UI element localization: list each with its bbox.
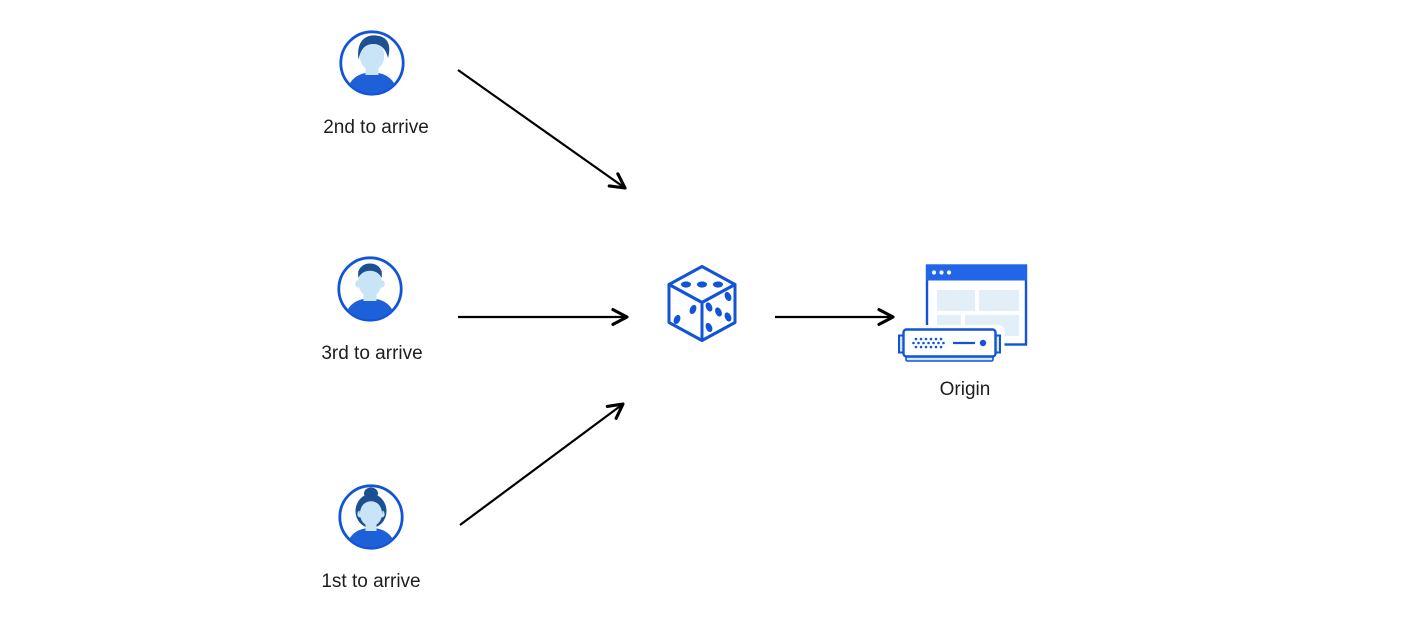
user-avatar-man-pompadour-icon: [339, 30, 405, 96]
user-avatar-woman-bun-icon: [338, 484, 404, 550]
browser-title-bar: [926, 264, 1027, 281]
user-label: 2nd to arrive: [323, 117, 429, 138]
user-node-2nd-to-arrive: 2nd to arrive: [323, 30, 429, 138]
user-node-3rd-to-arrive: 3rd to arrive: [321, 256, 423, 364]
dice-icon: [667, 265, 737, 342]
origin-label: Origin: [939, 379, 991, 400]
user-avatar-man-flattop-icon: [337, 256, 403, 322]
dice-node: [662, 263, 742, 353]
arrow-user1st-to-dice: [459, 402, 625, 526]
server-device: [894, 325, 1005, 362]
user-label: 1st to arrive: [321, 571, 421, 592]
origin-server-icon: [894, 264, 1028, 362]
origin-node: Origin: [892, 260, 1030, 400]
user-label: 3rd to arrive: [321, 343, 423, 364]
user-node-1st-to-arrive: 1st to arrive: [321, 484, 421, 592]
arrow-user2nd-to-dice: [457, 69, 627, 190]
